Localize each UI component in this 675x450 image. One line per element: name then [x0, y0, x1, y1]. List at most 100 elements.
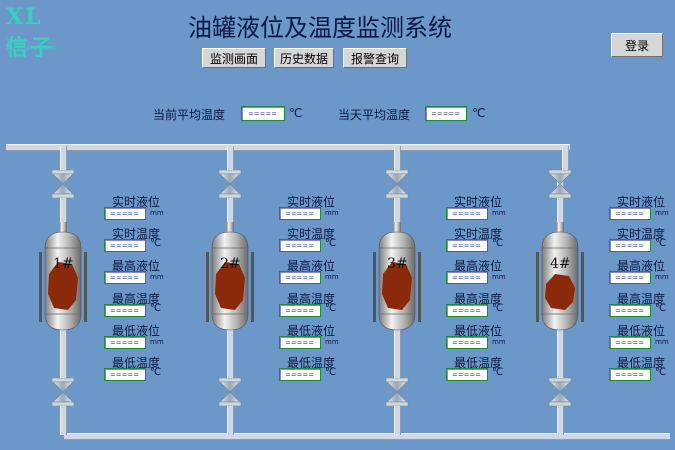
field-unit: mm [492, 338, 506, 346]
field-unit: mm [492, 209, 506, 217]
outlet-valve-icon[interactable] [217, 378, 243, 406]
field-label: 最低液位 [453, 324, 502, 338]
field-label: 最高温度 [111, 292, 160, 306]
page-title: 油罐液位及温度监测系统 [188, 14, 452, 42]
field-label: 最低液位 [616, 324, 665, 338]
field-value: ===== [279, 271, 321, 284]
inlet-valve-icon[interactable] [50, 170, 76, 198]
field-label: 最低液位 [111, 324, 160, 338]
pipe-segment [60, 405, 67, 435]
field-value: ===== [279, 368, 321, 381]
tank-name-label: 2# [220, 256, 241, 272]
top-header-pipe [6, 144, 570, 151]
field-label: 最高温度 [616, 292, 665, 306]
field-unit: ℃ [655, 303, 667, 314]
field-unit: mm [325, 338, 339, 346]
pipe-segment [557, 405, 564, 435]
field-value: ===== [609, 304, 651, 317]
field-label: 实时液位 [286, 195, 335, 209]
field-unit: ℃ [655, 367, 667, 378]
field-label: 最高液位 [286, 259, 335, 273]
day-avg-temp-unit: ℃ [472, 106, 486, 120]
field-label: 实时温度 [453, 227, 502, 241]
outlet-valve-icon[interactable] [384, 378, 410, 406]
field-label: 最高温度 [286, 292, 335, 306]
field-label: 最低温度 [286, 356, 335, 370]
tank-icon[interactable] [38, 222, 88, 334]
field-label: 实时温度 [286, 227, 335, 241]
history-data-button[interactable]: 历史数据 [274, 48, 334, 68]
pipe-segment [227, 197, 234, 229]
field-unit: ℃ [492, 367, 504, 378]
tank-name-label: 3# [387, 256, 408, 272]
field-value: ===== [104, 368, 146, 381]
tank-name-label: 1# [53, 256, 74, 272]
field-value: ===== [104, 239, 146, 252]
field-value: ===== [446, 304, 488, 317]
field-unit: ℃ [492, 238, 504, 249]
day-avg-temp-label: 当天平均温度 [338, 108, 411, 122]
field-unit: mm [150, 273, 164, 281]
field-unit: ℃ [325, 303, 337, 314]
field-unit: ℃ [655, 238, 667, 249]
monitor-screen-button[interactable]: 监测画面 [202, 48, 266, 68]
tank-icon[interactable] [535, 222, 585, 334]
current-avg-temp-label: 当前平均温度 [153, 108, 226, 122]
pipe-segment [394, 330, 401, 378]
field-label: 最高温度 [453, 292, 502, 306]
field-value: ===== [609, 368, 651, 381]
field-unit: ℃ [492, 303, 504, 314]
pipe-segment [394, 146, 401, 170]
field-label: 实时温度 [616, 227, 665, 241]
field-value: ===== [609, 271, 651, 284]
inlet-valve-icon[interactable] [547, 170, 573, 198]
field-value: ===== [446, 368, 488, 381]
field-label: 最高液位 [616, 259, 665, 273]
outlet-valve-icon[interactable] [547, 378, 573, 406]
field-unit: ℃ [150, 303, 162, 314]
bottom-header-pipe [64, 433, 670, 440]
field-value: ===== [446, 336, 488, 349]
current-avg-temp-unit: ℃ [289, 106, 303, 120]
current-avg-temp-value: ===== [241, 106, 285, 121]
field-unit: mm [655, 209, 669, 217]
field-unit: mm [325, 209, 339, 217]
pipe-segment [394, 197, 401, 229]
field-label: 最高液位 [453, 259, 502, 273]
field-unit: ℃ [325, 238, 337, 249]
field-label: 最低温度 [111, 356, 160, 370]
field-value: ===== [446, 271, 488, 284]
alarm-query-button[interactable]: 报警查询 [343, 48, 407, 68]
field-label: 最低温度 [616, 356, 665, 370]
field-label: 实时液位 [616, 195, 665, 209]
pipe-segment [60, 197, 67, 229]
field-value: ===== [104, 207, 146, 220]
pipe-segment [394, 405, 401, 435]
login-button[interactable]: 登录 [611, 33, 663, 57]
field-unit: ℃ [325, 367, 337, 378]
field-label: 实时液位 [453, 195, 502, 209]
field-unit: ℃ [150, 367, 162, 378]
pipe-segment [557, 197, 564, 229]
field-value: ===== [609, 239, 651, 252]
field-value: ===== [104, 336, 146, 349]
logo-subtext: XINLI AUTOMATION [6, 38, 57, 52]
field-unit: mm [492, 273, 506, 281]
tank-name-label: 4# [550, 256, 571, 272]
field-value: ===== [279, 239, 321, 252]
logo-text: XL 信子 [6, 4, 55, 61]
field-value: ===== [279, 336, 321, 349]
field-label: 最低温度 [453, 356, 502, 370]
field-unit: mm [325, 273, 339, 281]
tank-icon[interactable] [205, 222, 255, 334]
field-value: ===== [446, 239, 488, 252]
top-right-pipe-drop [562, 146, 569, 176]
outlet-valve-icon[interactable] [50, 378, 76, 406]
field-value: ===== [104, 271, 146, 284]
tank-icon[interactable] [372, 222, 422, 334]
field-label: 实时液位 [111, 195, 160, 209]
pipe-segment [227, 146, 234, 170]
inlet-valve-icon[interactable] [217, 170, 243, 198]
inlet-valve-icon[interactable] [384, 170, 410, 198]
field-unit: ℃ [150, 238, 162, 249]
